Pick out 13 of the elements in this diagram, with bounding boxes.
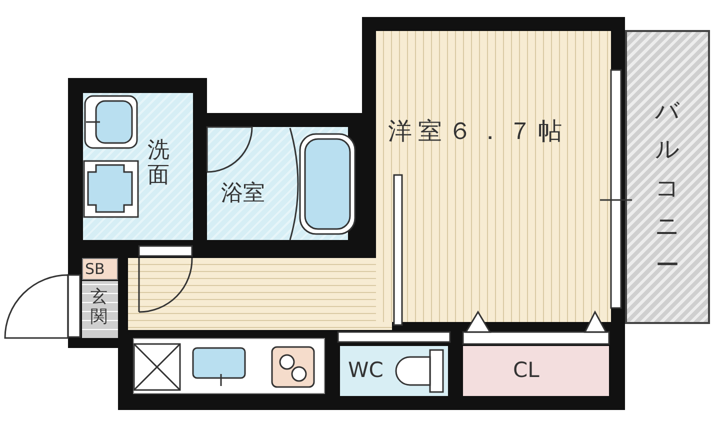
room-label: CL (513, 360, 540, 381)
closet (463, 346, 609, 396)
room-label: 洗面 (147, 138, 170, 189)
room-label: 浴室 (221, 183, 265, 205)
room-label: バルコニー (655, 96, 680, 281)
storage-box (82, 258, 118, 280)
entrance (82, 281, 118, 338)
bedroom (376, 31, 611, 322)
room-label: 洋室６．７帖 (388, 119, 568, 143)
room-label: 玄関 (90, 287, 108, 328)
balcony (625, 30, 710, 324)
room-label: WC (348, 360, 384, 381)
room-label: SB (85, 262, 105, 277)
